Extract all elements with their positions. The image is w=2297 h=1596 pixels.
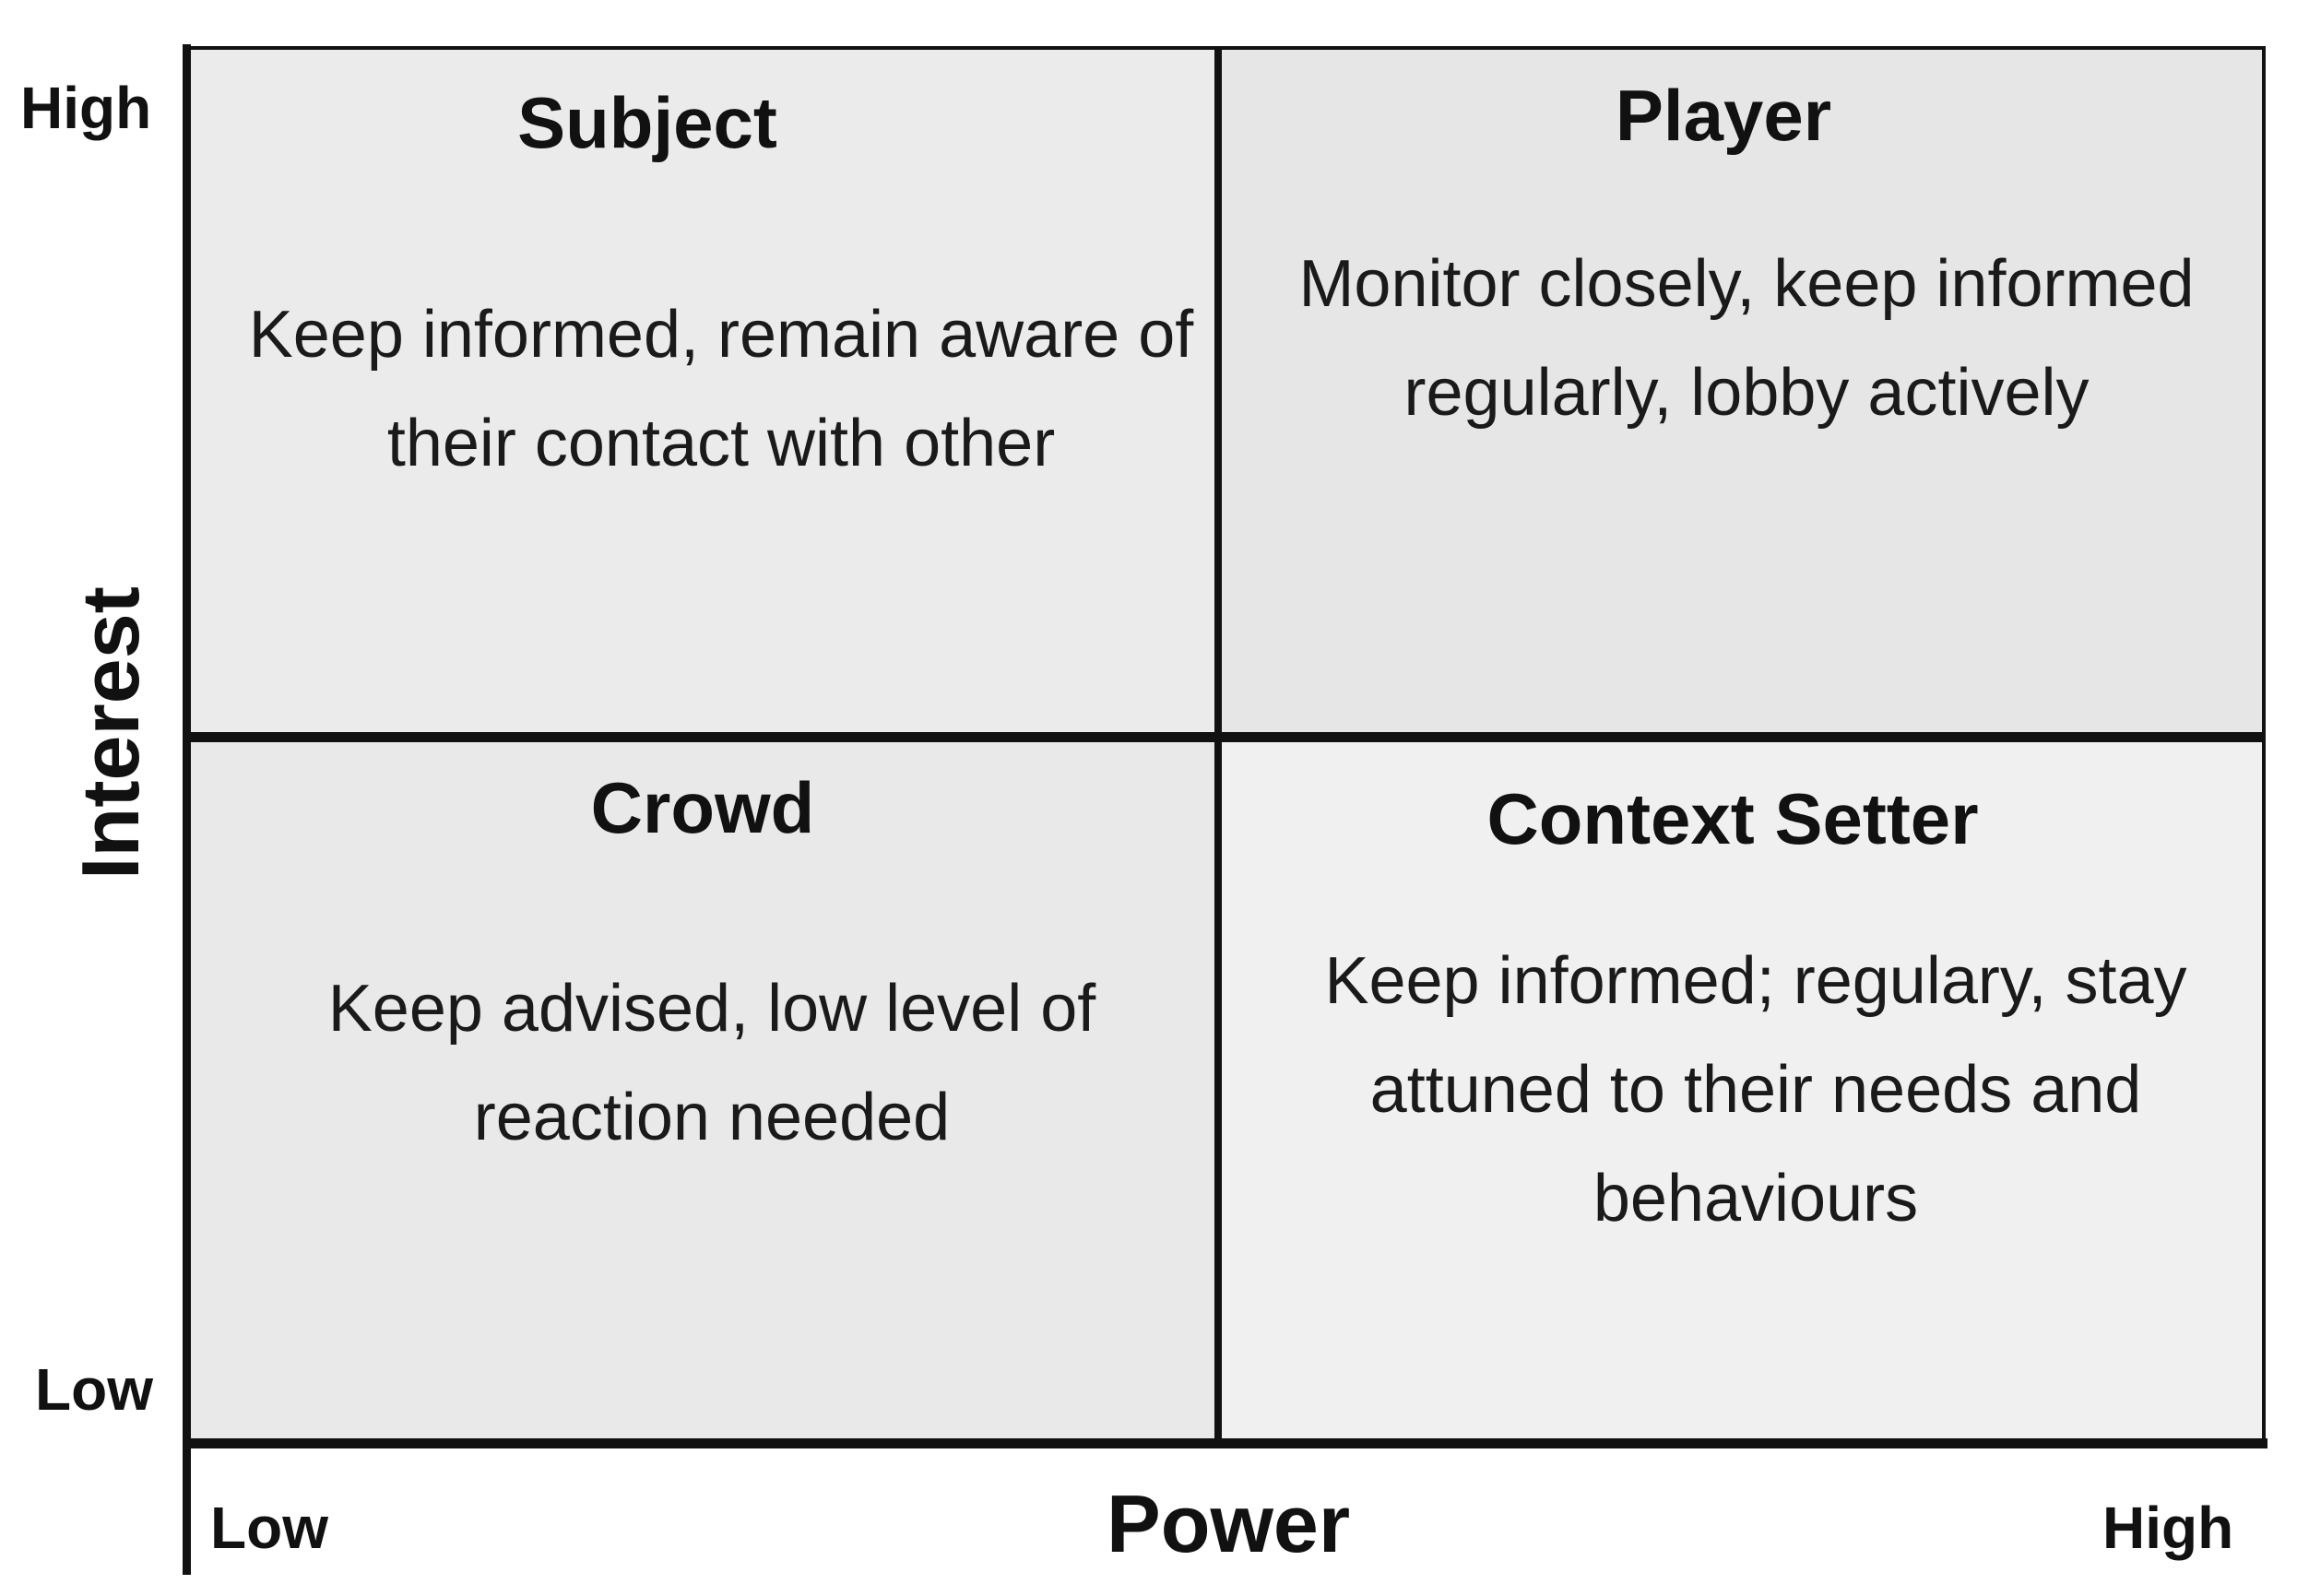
quadrant-subject: Subject Keep informed, remain aware of t… — [191, 50, 1214, 732]
y-axis-line — [183, 44, 191, 1575]
quadrant-subject-description: Keep informed, remain aware of their con… — [248, 298, 1194, 480]
quadrant-player-title: Player — [1615, 75, 1832, 156]
y-axis-high-label: High — [20, 75, 152, 141]
quadrant-subject-title: Subject — [517, 82, 777, 163]
x-axis-title: Power — [1107, 1478, 1351, 1569]
quadrant-crowd-title: Crowd — [590, 767, 815, 848]
quadrant-player: Player Monitor closely, keep informed re… — [1222, 50, 2262, 732]
quadrant-context-setter: Context Setter Keep informed; regulary, … — [1222, 742, 2262, 1438]
vertical-divider — [1214, 50, 1222, 1438]
quadrant-crowd: Crowd Keep advised, low level of reactio… — [191, 742, 1214, 1438]
horizontal-divider — [191, 732, 2262, 742]
stakeholder-matrix: Subject Keep informed, remain aware of t… — [191, 46, 2266, 1438]
quadrant-context-setter-description: Keep informed; regulary, stay attuned to… — [1324, 944, 2187, 1235]
y-axis-low-label: Low — [35, 1356, 153, 1423]
x-axis-line — [183, 1438, 2267, 1448]
quadrant-player-description: Monitor closely, keep informed regularly… — [1298, 247, 2195, 430]
quadrant-crowd-description: Keep advised, low level of reaction need… — [327, 972, 1096, 1154]
quadrant-context-setter-title: Context Setter — [1486, 778, 1979, 859]
y-axis-title: Interest — [65, 586, 156, 880]
x-axis-low-label: Low — [210, 1495, 328, 1561]
x-axis-high-label: High — [2102, 1495, 2234, 1561]
